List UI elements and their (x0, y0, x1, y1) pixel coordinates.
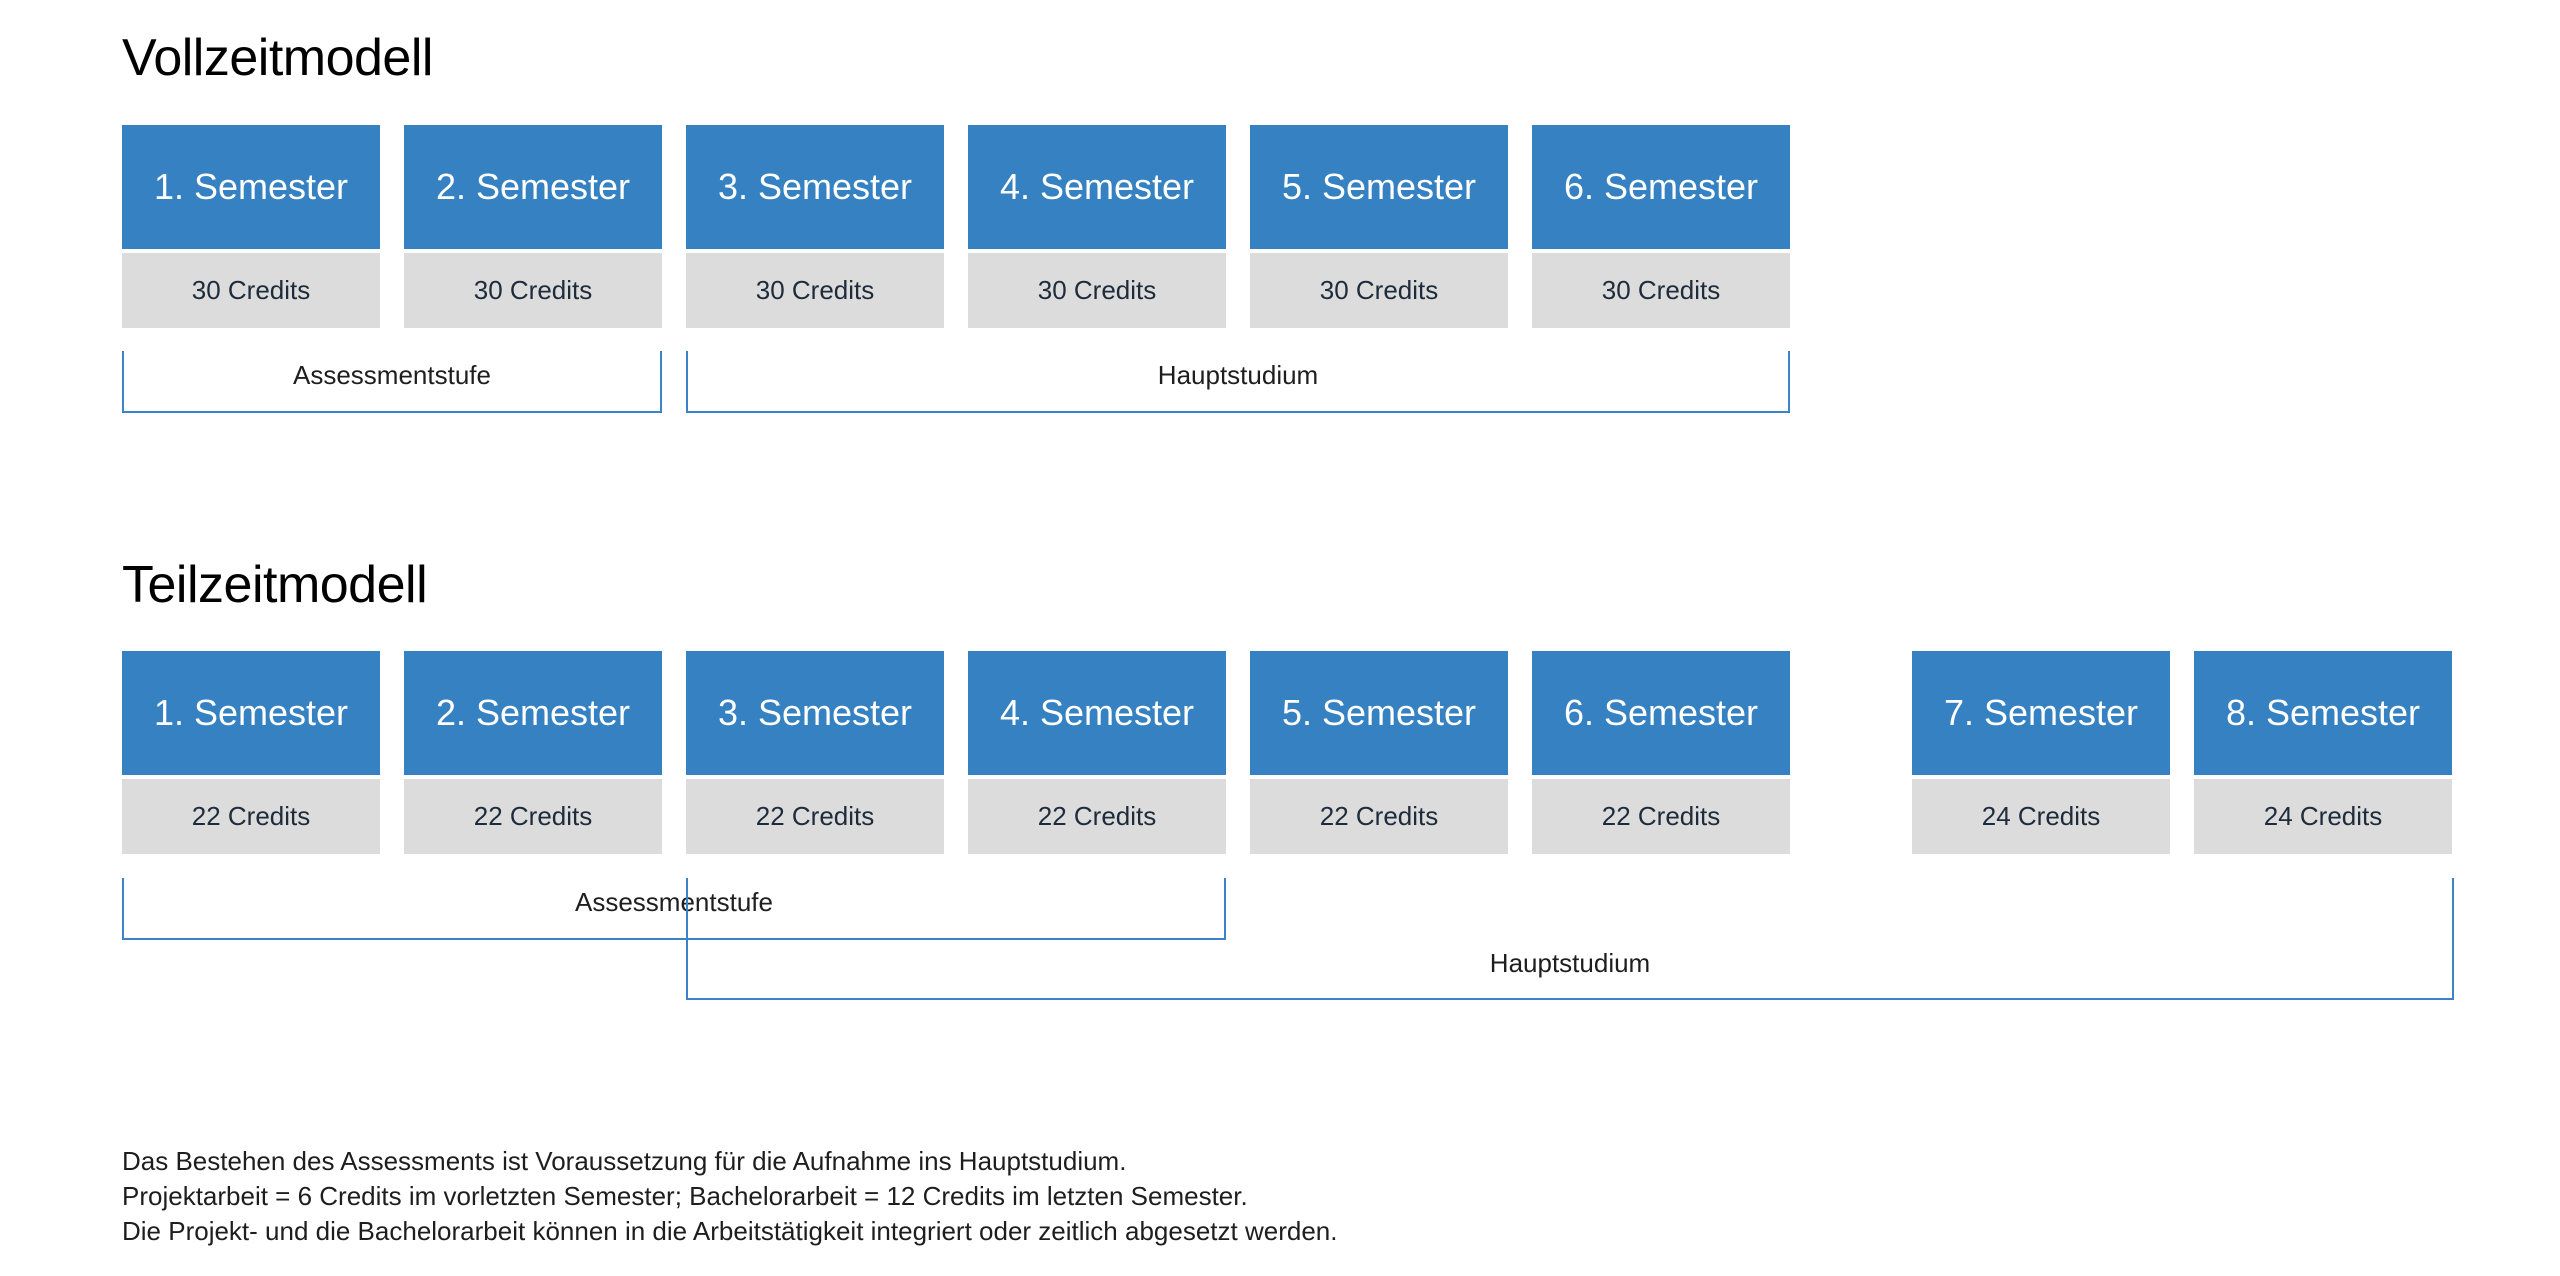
parttime-semester-7: 7. Semester 24 Credits (1912, 651, 2170, 854)
note-integration: Die Projekt- und die Bachelorarbeit könn… (122, 1216, 1338, 1246)
parttime-semester-3: 3. Semester 22 Credits (686, 651, 944, 854)
semester-label: 6. Semester (1532, 651, 1790, 775)
semester-credits: 30 Credits (686, 253, 944, 328)
semester-credits: 22 Credits (1250, 779, 1508, 854)
semester-label: 8. Semester (2194, 651, 2452, 775)
parttime-semester-2: 2. Semester 22 Credits (404, 651, 662, 854)
semester-label: 4. Semester (968, 651, 1226, 775)
semester-label: 6. Semester (1532, 125, 1790, 249)
parttime-semester-6: 6. Semester 22 Credits (1532, 651, 1790, 854)
semester-label: 2. Semester (404, 125, 662, 249)
semester-label: 1. Semester (122, 651, 380, 775)
parttime-semester-1: 1. Semester 22 Credits (122, 651, 380, 854)
parttime-semester-8: 8. Semester 24 Credits (2194, 651, 2452, 854)
fulltime-semester-5: 5. Semester 30 Credits (1250, 125, 1508, 328)
fulltime-semester-1: 1. Semester 30 Credits (122, 125, 380, 328)
fulltime-assessment-bracket (122, 351, 662, 413)
footnotes: Das Bestehen des Assessments ist Vorauss… (122, 1144, 1337, 1249)
fulltime-semester-4: 4. Semester 30 Credits (968, 125, 1226, 328)
parttime-assessment-label: Assessmentstufe (575, 887, 773, 917)
fulltime-main-label: Hauptstudium (1157, 360, 1319, 390)
semester-label: 1. Semester (122, 125, 380, 249)
note-assessment: Das Bestehen des Assessments ist Vorauss… (122, 1146, 1127, 1176)
semester-credits: 30 Credits (1250, 253, 1508, 328)
semester-credits: 22 Credits (686, 779, 944, 854)
semester-label: 3. Semester (686, 125, 944, 249)
parttime-title: Teilzeitmodell (122, 556, 428, 614)
parttime-semester-5: 5. Semester 22 Credits (1250, 651, 1508, 854)
fulltime-main-bracket (686, 351, 1790, 413)
semester-credits: 22 Credits (122, 779, 380, 854)
fulltime-title: Vollzeitmodell (122, 29, 433, 87)
fulltime-semester-2: 2. Semester 30 Credits (404, 125, 662, 328)
fulltime-semester-6: 6. Semester 30 Credits (1532, 125, 1790, 328)
semester-credits: 24 Credits (2194, 779, 2452, 854)
semester-credits: 22 Credits (968, 779, 1226, 854)
parttime-main-bracket (686, 878, 2454, 1000)
semester-credits: 30 Credits (1532, 253, 1790, 328)
semester-label: 7. Semester (1912, 651, 2170, 775)
semester-credits: 30 Credits (122, 253, 380, 328)
semester-credits: 30 Credits (968, 253, 1226, 328)
semester-credits: 22 Credits (404, 779, 662, 854)
fulltime-assessment-label: Assessmentstufe (293, 360, 491, 390)
parttime-assessment-bracket (122, 878, 1226, 940)
semester-label: 5. Semester (1250, 125, 1508, 249)
fulltime-semester-3: 3. Semester 30 Credits (686, 125, 944, 328)
semester-label: 5. Semester (1250, 651, 1508, 775)
parttime-main-label: Hauptstudium (1489, 948, 1651, 978)
parttime-semester-4: 4. Semester 22 Credits (968, 651, 1226, 854)
semester-credits: 22 Credits (1532, 779, 1790, 854)
semester-credits: 30 Credits (404, 253, 662, 328)
semester-label: 3. Semester (686, 651, 944, 775)
note-credits: Projektarbeit = 6 Credits im vorletzten … (122, 1181, 1248, 1211)
semester-credits: 24 Credits (1912, 779, 2170, 854)
semester-label: 2. Semester (404, 651, 662, 775)
semester-label: 4. Semester (968, 125, 1226, 249)
